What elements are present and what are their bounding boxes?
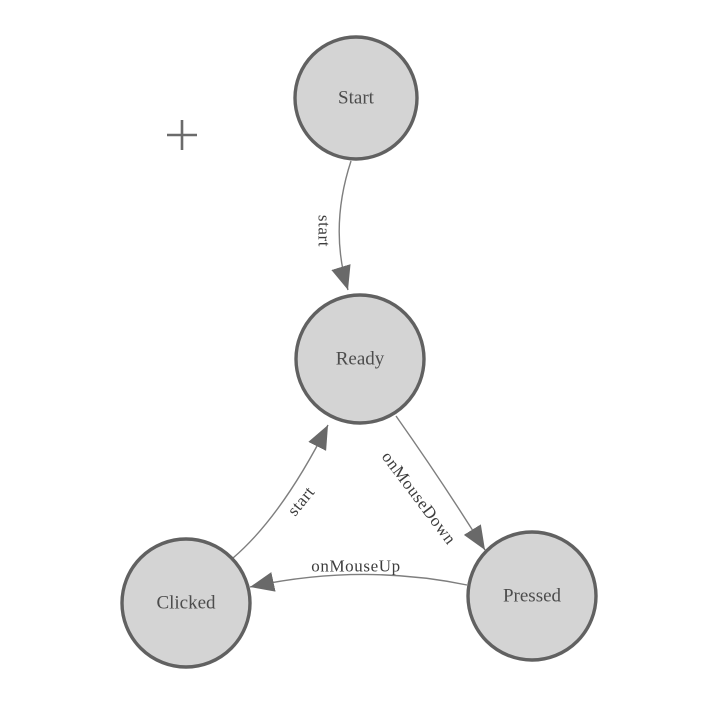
state-node-pressed[interactable]: Pressed [466, 530, 598, 662]
transition-start-to-ready[interactable]: start [315, 160, 352, 291]
state-label-start: Start [338, 88, 375, 109]
transition-clicked-to-ready[interactable]: start [232, 424, 329, 559]
state-circle-ready[interactable] [294, 293, 426, 425]
transition-ready-to-pressed[interactable]: onMouseDown [378, 415, 486, 551]
state-circle-clicked[interactable] [120, 537, 252, 669]
plus-crosshair-icon[interactable] [167, 120, 197, 150]
state-circle-start[interactable] [293, 35, 419, 161]
transition-line-ready-to-pressed[interactable] [395, 415, 486, 551]
state-node-start[interactable]: Start [293, 35, 419, 161]
state-circle-pressed[interactable] [466, 530, 598, 662]
transition-line-clicked-to-ready[interactable] [232, 424, 329, 559]
state-node-clicked[interactable]: Clicked [120, 537, 252, 669]
transition-label-ready-to-pressed: onMouseDown [378, 448, 460, 548]
transition-label-clicked-to-ready: start [283, 482, 318, 519]
state-label-pressed: Pressed [503, 586, 562, 607]
transition-label-pressed-to-clicked: onMouseUp [311, 557, 400, 576]
state-label-ready: Ready [336, 349, 385, 370]
state-node-ready[interactable]: Ready [294, 293, 426, 425]
overlay-layer [167, 120, 197, 150]
transition-label-start-to-ready: start [315, 215, 334, 247]
transition-line-start-to-ready[interactable] [331, 160, 352, 291]
state-label-clicked: Clicked [156, 593, 216, 614]
transition-pressed-to-clicked[interactable]: onMouseUp [249, 557, 468, 592]
transition-line-pressed-to-clicked[interactable] [249, 572, 468, 592]
